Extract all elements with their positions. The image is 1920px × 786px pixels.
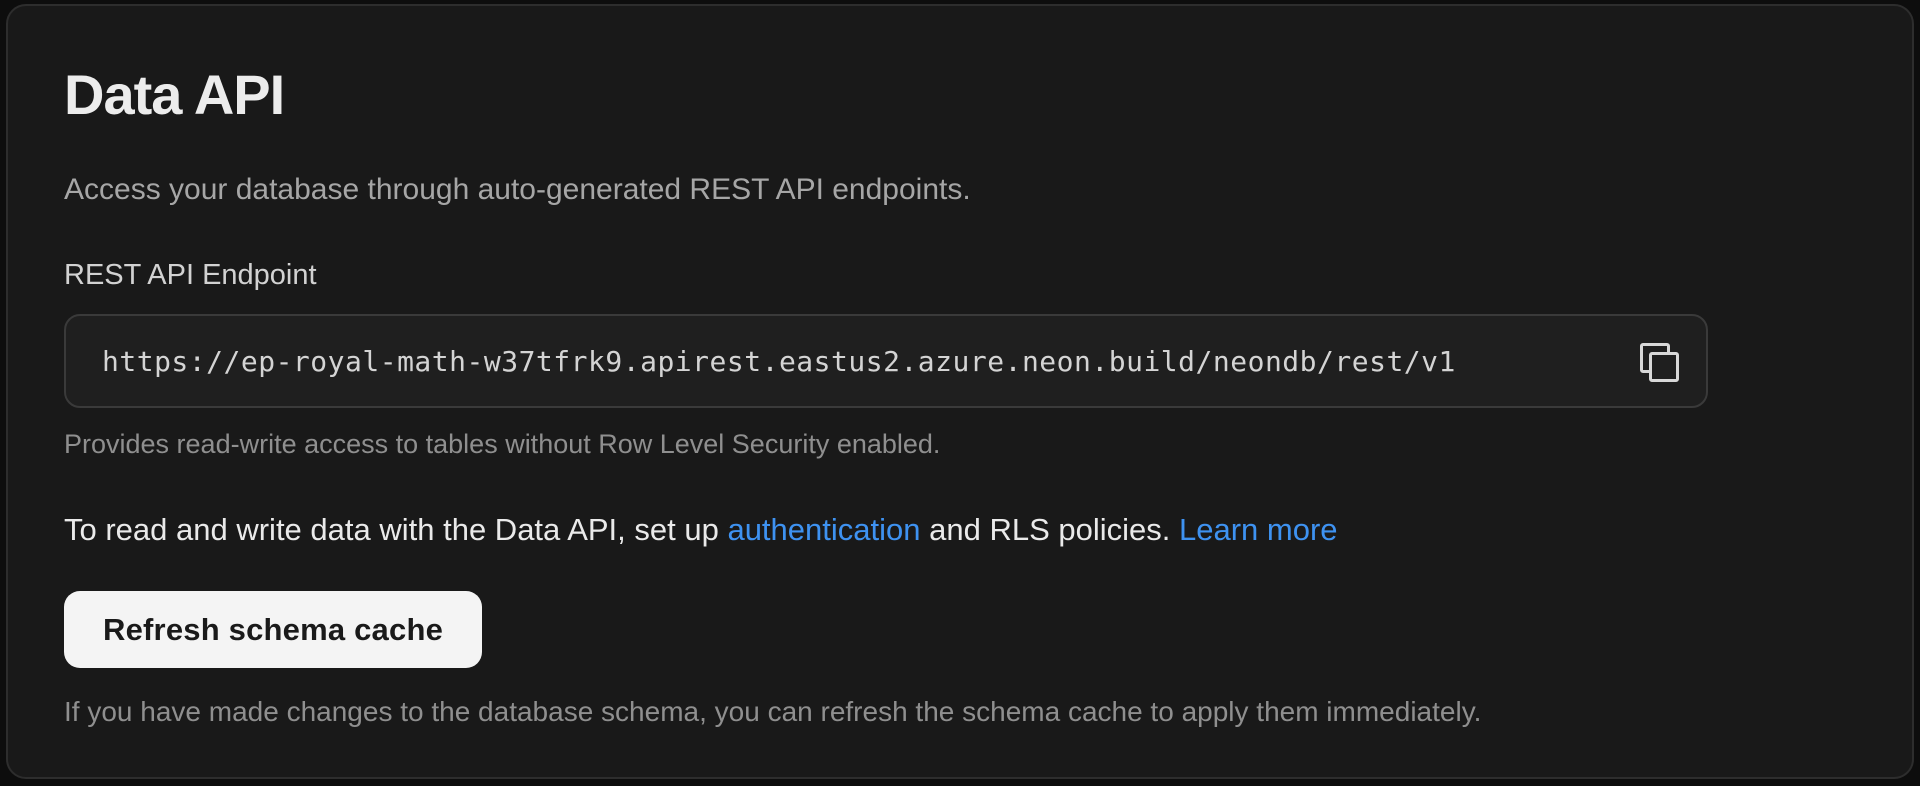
authentication-link[interactable]: authentication [727,512,921,547]
page-subtitle: Access your database through auto-genera… [64,173,971,206]
data-api-content: Data API Access your database through au… [8,6,1912,729]
page-title: Data API [64,63,285,126]
endpoint-url-value: https://ep-royal-math-w37tfrk9.apirest.e… [102,344,1456,378]
rls-note-text-between: and RLS policies. [920,512,1179,547]
refresh-schema-cache-button[interactable]: Refresh schema cache [64,591,483,668]
copy-endpoint-button[interactable] [1628,333,1684,389]
data-api-card: Data API Access your database through au… [6,4,1914,779]
endpoint-helper-text: Provides read-write access to tables wit… [64,429,941,459]
rest-api-endpoint-field: https://ep-royal-math-w37tfrk9.apirest.e… [64,314,1708,408]
rest-api-endpoint-label: REST API Endpoint [64,259,317,291]
rls-note: To read and write data with the Data API… [64,511,1856,549]
learn-more-link[interactable]: Learn more [1178,512,1338,547]
copy-icon [1635,340,1679,382]
rls-note-text-before: To read and write data with the Data API… [64,512,728,547]
schema-cache-helper-text: If you have made changes to the database… [64,696,1482,727]
